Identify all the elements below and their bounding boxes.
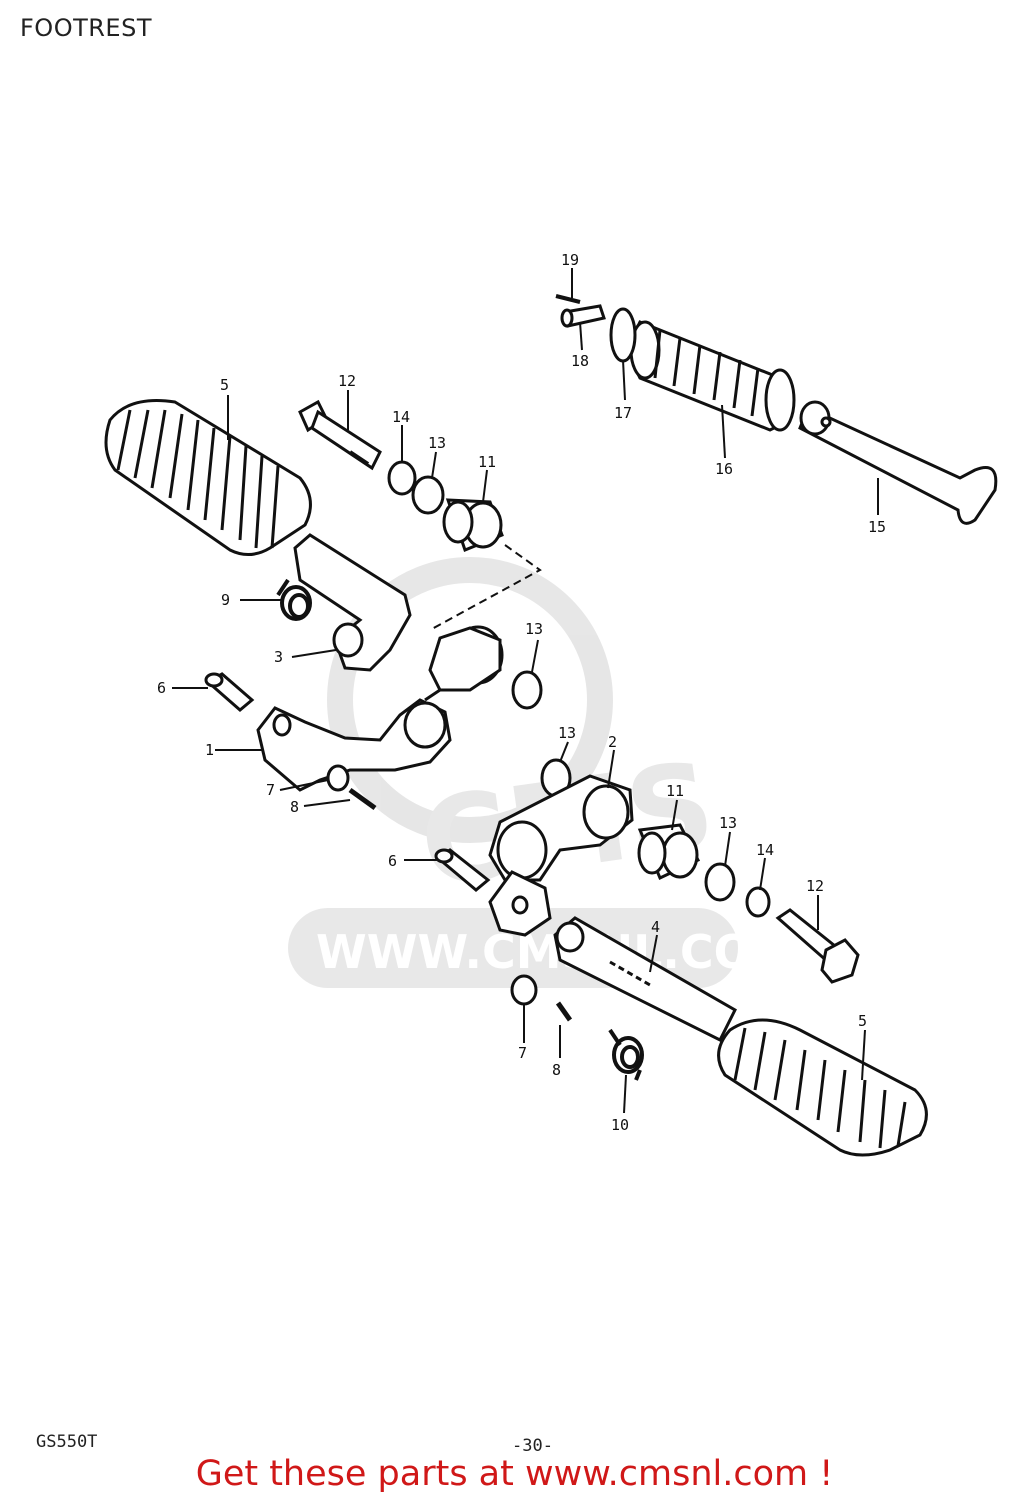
washer-13-mid <box>511 670 543 710</box>
callout-13-lower-left: 13 <box>558 724 576 742</box>
callout-12-upper: 12 <box>338 372 356 390</box>
washer-13-upper <box>411 475 445 515</box>
cotter-pin-8-upper <box>348 787 377 811</box>
callout-19: 19 <box>561 251 579 269</box>
callout-12-lower: 12 <box>806 877 824 895</box>
footrest-shaft-15 <box>798 400 998 525</box>
washer-13-lower <box>704 862 736 902</box>
pin-6-lower <box>434 848 491 892</box>
callout-8-lower: 8 <box>552 1061 561 1079</box>
footrest-rubber-left <box>104 398 312 556</box>
callout-16: 16 <box>715 460 733 478</box>
bolt-lower <box>775 908 860 984</box>
callout-13-mid: 13 <box>525 620 543 638</box>
model-code: GS550T <box>36 1432 98 1452</box>
spring-10 <box>608 1028 644 1081</box>
callout-17: 17 <box>614 404 632 422</box>
bracket-lower <box>488 870 552 937</box>
callout-5-lower: 5 <box>858 1012 867 1030</box>
washer-7-upper <box>326 764 350 792</box>
washer-14-lower <box>745 886 771 918</box>
callout-6-upper: 6 <box>157 679 166 697</box>
washer-7-lower <box>510 974 538 1006</box>
callout-10: 10 <box>611 1116 629 1134</box>
callout-11-upper: 11 <box>478 453 496 471</box>
callout-labels: 5 12 14 13 11 19 18 17 16 15 9 3 13 6 1 … <box>157 251 886 1134</box>
washer-14-upper <box>387 460 417 496</box>
washer-17 <box>609 307 637 363</box>
callout-14-lower: 14 <box>756 841 774 859</box>
callout-2: 2 <box>608 733 617 751</box>
callout-7-upper: 7 <box>266 781 275 799</box>
callout-1: 1 <box>205 741 214 759</box>
callout-11-lower: 11 <box>666 782 684 800</box>
footrest-rubber-right <box>717 1018 928 1157</box>
assembly-guide-line <box>429 544 542 631</box>
page-title: FOOTREST <box>20 14 152 42</box>
callout-5-upper: 5 <box>220 376 229 394</box>
callout-7-lower: 7 <box>518 1044 527 1062</box>
leader-lines <box>172 268 879 1114</box>
footer-parts-link[interactable]: Get these parts at www.cmsnl.com ! <box>195 1454 834 1494</box>
cotter-pin-8-lower <box>555 1001 573 1022</box>
callout-13-lower: 13 <box>719 814 737 832</box>
pin-6-upper <box>204 672 255 712</box>
spring-9 <box>276 578 312 621</box>
callout-13-upper: 13 <box>428 434 446 452</box>
cotter-pin-19 <box>555 294 581 304</box>
pin-18 <box>560 304 606 328</box>
footrest-arm-4 <box>553 916 737 1043</box>
callout-18: 18 <box>571 352 589 370</box>
callout-14-upper: 14 <box>392 408 410 426</box>
callout-4: 4 <box>651 918 660 936</box>
bracket-3 <box>293 533 412 672</box>
callout-15: 15 <box>868 518 886 536</box>
callout-8-upper: 8 <box>290 798 299 816</box>
callout-3: 3 <box>274 648 283 666</box>
bracket-1-arm <box>256 625 504 792</box>
footrest-rubber-16 <box>629 320 796 432</box>
spacer-11-lower <box>637 823 701 881</box>
bolt-upper <box>298 399 382 471</box>
spacer-11-upper <box>442 498 504 552</box>
callout-6-lower: 6 <box>388 852 397 870</box>
callout-9: 9 <box>221 591 230 609</box>
bracket-2 <box>488 774 634 882</box>
page-number: -30- <box>512 1436 553 1456</box>
